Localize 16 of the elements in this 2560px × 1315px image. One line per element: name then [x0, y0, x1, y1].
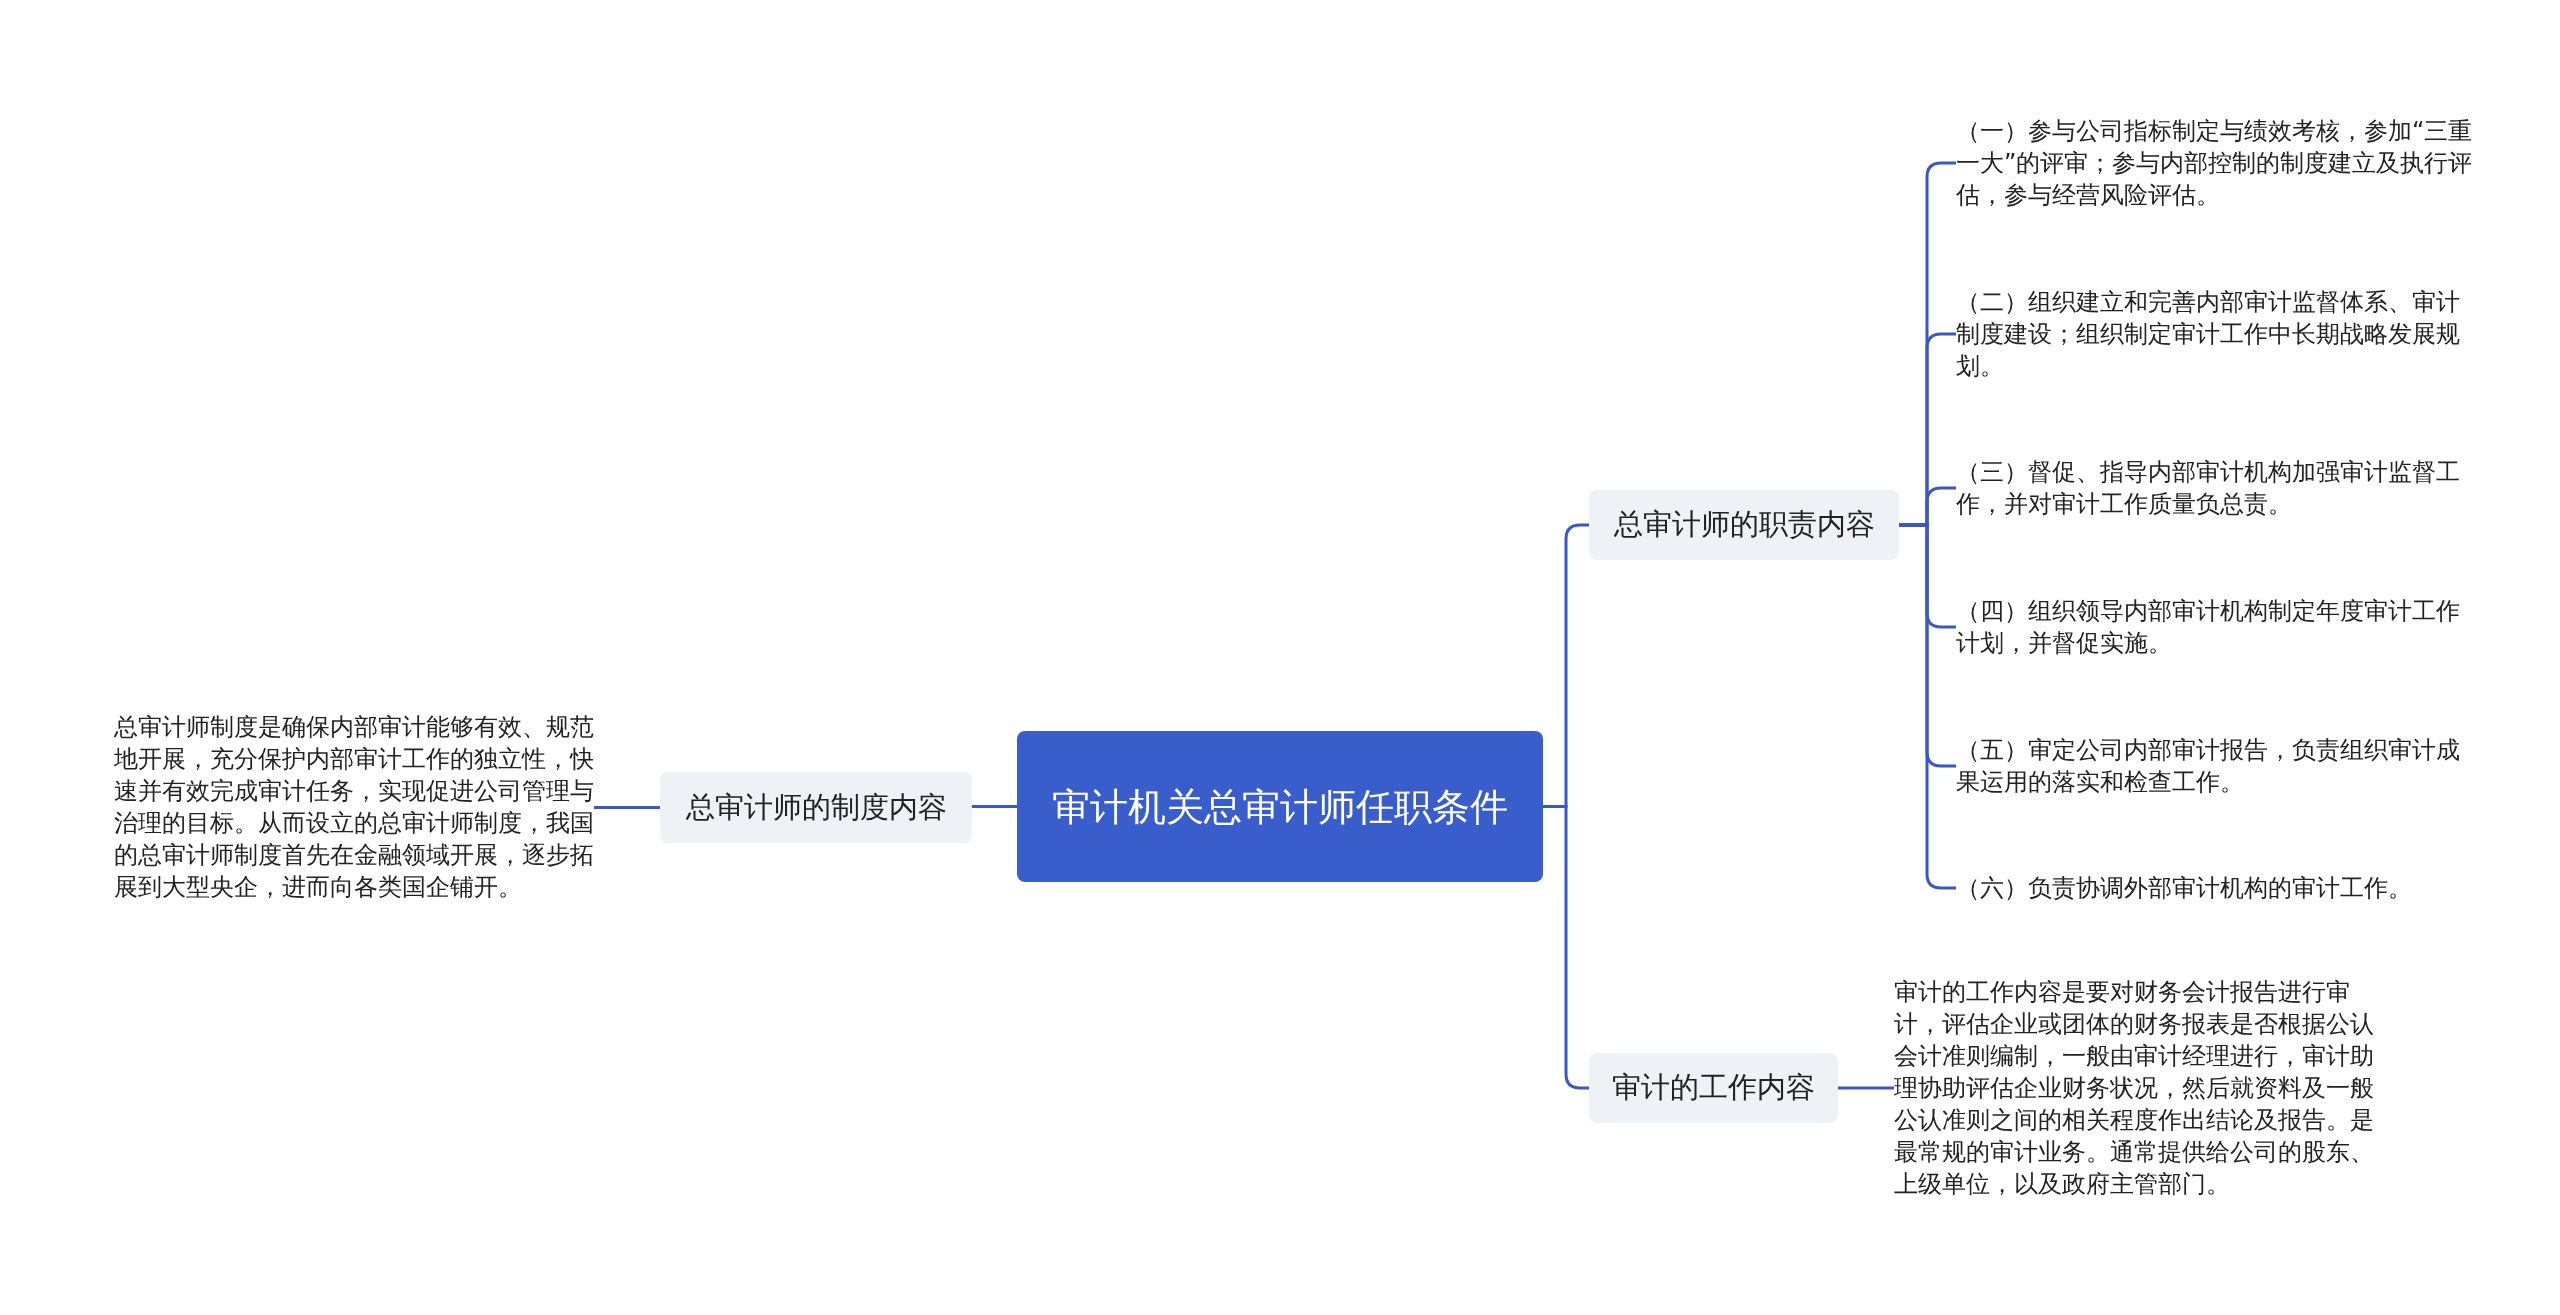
- note-text: （五）审定公司内部审计报告，负责组织审计成果运用的落实和检查工作。: [1956, 734, 2476, 798]
- connector-line: [1543, 805, 1589, 1090]
- connector-line: [972, 805, 1017, 808]
- connector-line: [594, 806, 660, 809]
- note-text: 审计的工作内容是要对财务会计报告进行审计，评估企业或团体的财务报表是否根据公认会计准则编制，一般由审计经理进行，审计助理协助评估企业财务状况，然后就资料及一般公认准则之间的相关程度作出结论及报告。是最常规的审计业务。通常提供给公司的股东、上级单位，以及政府主管部门。: [1894, 976, 2384, 1200]
- note-text: 总审计师制度是确保内部审计能够有效、规范地开展，充分保护内部审计工作的独立性，快速并有效完成审计任务，实现促进公司管理与治理的目标。从而设立的总审计师制度，我国的总审计师制度首先在金融领域开展，逐步拓展到大型央企，进而向各类国企铺开。: [114, 711, 594, 903]
- note-text: （二）组织建立和完善内部审计监督体系、审计制度建设；组织制定审计工作中长期战略发展规划。: [1956, 286, 2476, 382]
- topic-box: 审计的工作内容: [1589, 1053, 1838, 1123]
- topic-box: 总审计师的职责内容: [1589, 490, 1899, 560]
- note-text: （四）组织领导内部审计机构制定年度审计工作计划，并督促实施。: [1956, 595, 2476, 659]
- note-text: （六）负责协调外部审计机构的审计工作。: [1956, 872, 2476, 904]
- central-topic-box: 审计机关总审计师任职条件: [1017, 731, 1543, 882]
- note-text: （三）督促、指导内部审计机构加强审计监督工作，并对审计工作质量负总责。: [1956, 456, 2476, 520]
- note-text: （一）参与公司指标制定与绩效考核，参加“三重一大”的评审；参与内部控制的制度建立及执行评估，参与经营风险评估。: [1956, 115, 2476, 211]
- topic-box: 总审计师的制度内容: [660, 772, 972, 843]
- connector-line: [1838, 1086, 1894, 1090]
